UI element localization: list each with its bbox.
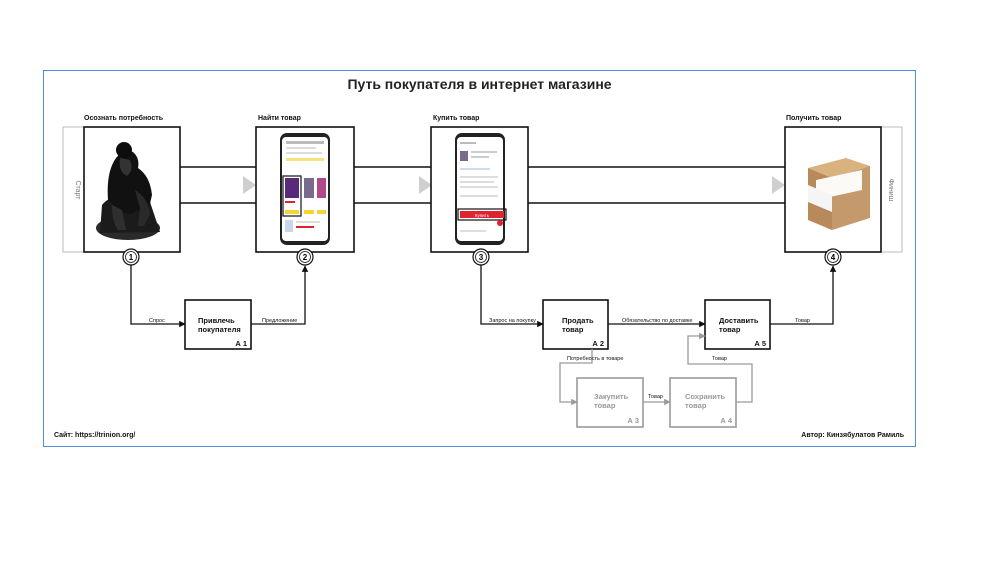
stage-label-3: Купить товар [433,115,480,122]
a4-title-line1: Сохранить [685,392,726,401]
chevron-icon [243,176,256,194]
stage-markers: 1 2 3 4 [122,248,842,266]
start-label: Старт [74,180,81,200]
a5-code: А 5 [754,339,766,348]
buy-button-label: Купить [475,213,490,218]
a3-title-line1: Закупить [594,392,629,401]
checkout-phone-image: Купить [455,133,507,245]
label-delivery-obligation: Обязательство по доставке [622,318,692,324]
label-purchase-request: Запрос на покупку [489,318,536,324]
connectors [130,265,837,328]
function-box-a3: Закупить товар А 3 [576,377,644,428]
stage-number-1: 1 [129,253,134,262]
function-box-a5: Доставить товар А 5 [704,299,771,350]
function-box-a4: Сохранить товар А 4 [669,377,737,428]
footer-site: Сайт: https://trinion.org/ [54,432,136,439]
label-product-need: Потребность в товаре [567,356,623,362]
stage-number-2: 2 [303,253,308,262]
parcel-box-image [808,158,870,230]
label-demand: Спрос [149,318,165,324]
a4-title-line2: товар [685,401,707,410]
finish-label: Финиш [887,179,894,202]
stage-label-4: Получить товар [786,115,842,122]
diagram-title: Путь покупателя в интернет магазине [347,76,612,92]
a2-title-line1: Продать [562,316,594,325]
buy-button-mock [460,211,504,218]
a3-code: А 3 [627,416,639,425]
function-box-a2: Продать товар А 2 [542,299,609,350]
a2-title-line2: товар [562,325,584,334]
a1-title-line1: Привлечь [198,316,235,325]
a5-title-line1: Доставить [719,316,759,325]
a5-title-line2: товар [719,325,741,334]
a1-code: А 1 [235,339,247,348]
catalog-phone-image [280,133,330,245]
label-offer: Предложение [262,318,297,324]
label-goods-a4-a5: Товар [712,356,727,362]
a1-title-line2: покупателя [198,325,241,334]
stage-label-1: Осознать потребность [84,115,163,122]
stage-number-3: 3 [479,253,484,262]
stage-label-2: Найти товар [258,115,301,122]
journey-path [180,166,785,204]
chevron-icon [772,176,785,194]
chevron-icon [419,176,432,194]
a4-code: А 4 [720,416,733,425]
footer-author: Автор: Кинзябулатов Рамиль [801,432,904,439]
label-goods-out: Товар [795,318,810,324]
function-box-a1: Привлечь покупателя А 1 [184,299,252,350]
a2-code: А 2 [592,339,604,348]
grey-connectors [559,332,753,406]
a3-title-line2: товар [594,401,616,410]
stage-number-4: 4 [831,253,836,262]
thinker-statue-image [96,142,160,240]
label-goods-a3-a4: Товар [648,394,663,400]
